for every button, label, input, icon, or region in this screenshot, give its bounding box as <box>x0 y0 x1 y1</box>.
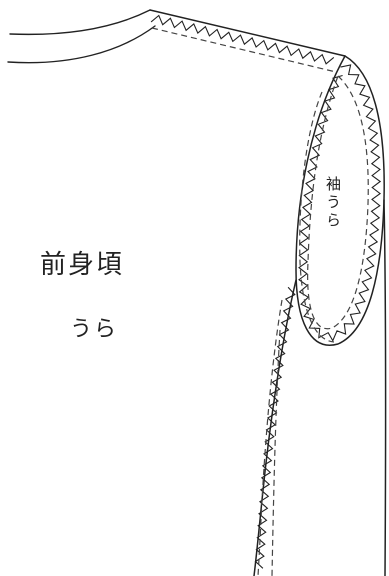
front-body-label: 前身頃 <box>40 250 125 280</box>
sleeve-right-edge <box>383 199 387 576</box>
sleeve-label: 袖うら <box>324 176 342 230</box>
armhole-overlock-stitch <box>298 64 382 342</box>
neckline-lower-curve <box>7 25 156 64</box>
shoulder-edge <box>149 9 346 57</box>
neckline-curve <box>9 9 151 36</box>
armhole-seam-line <box>307 75 369 330</box>
side-seam-overlock-stitch <box>254 286 296 569</box>
front-side-label: うら <box>70 317 119 342</box>
shoulder-overlock-stitch <box>150 14 335 65</box>
side-seam-line <box>257 299 283 576</box>
armhole-inner-seam-line <box>299 91 335 343</box>
shoulder-seam-line <box>151 27 337 73</box>
